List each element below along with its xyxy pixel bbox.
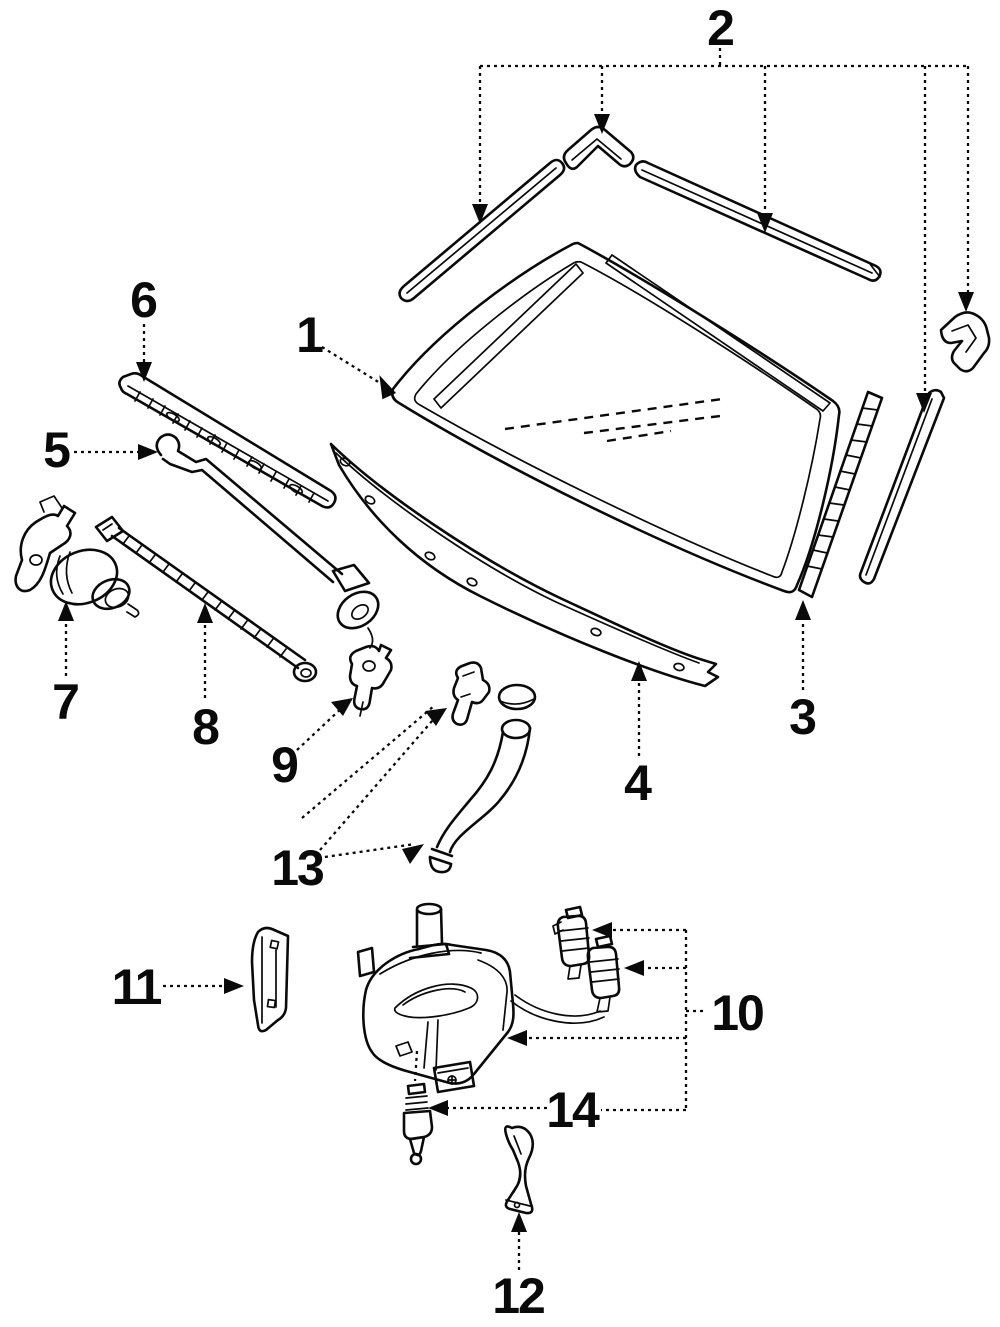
upper-molding-left [398, 158, 566, 303]
callout-13: 13 [271, 840, 323, 896]
corner-molding-elbow [939, 311, 991, 373]
arrowhead [511, 1212, 527, 1232]
callout-12-leader [511, 1212, 527, 1270]
wiper-arm [155, 433, 380, 649]
washer-reservoir [356, 902, 515, 1094]
wiper-linkage-rod [94, 515, 318, 683]
arrowhead [331, 698, 353, 716]
callout-10: 10 [711, 985, 763, 1041]
callout-11-leader [163, 978, 244, 994]
callout-10-leader [507, 922, 707, 1112]
callout-13-leader [301, 705, 447, 864]
callout-3: 3 [789, 689, 815, 745]
upper-molding-right [633, 160, 882, 282]
washer-nozzle [348, 643, 393, 717]
callout-5: 5 [43, 422, 70, 478]
glass-reflection-line [583, 414, 721, 435]
washer-hose-grommet [451, 661, 491, 726]
glass-reflection-line [606, 429, 672, 443]
callout-3-leader [795, 600, 811, 690]
arrowhead [507, 1030, 527, 1046]
arrowhead [428, 1100, 448, 1116]
callout-14: 14 [546, 1082, 600, 1138]
arrowhead [472, 204, 488, 224]
arrowhead [379, 375, 396, 400]
side-weatherstrip [797, 390, 884, 599]
arrowhead [197, 603, 213, 623]
callout-7: 7 [52, 674, 78, 730]
callout-12: 12 [492, 1268, 544, 1324]
arrowhead [402, 844, 424, 864]
glass-reflection-line [504, 397, 723, 431]
callout-7-leader [58, 601, 74, 676]
callout-4: 4 [624, 755, 652, 811]
arrowhead [58, 601, 74, 621]
washer-pump-front [552, 905, 591, 980]
callout-8-leader [197, 603, 213, 698]
arrowhead [958, 292, 974, 312]
callout-9-leader [296, 698, 353, 751]
arrowhead [631, 661, 647, 681]
pump-hose [413, 994, 605, 1082]
hose-clip [503, 1125, 535, 1215]
arrowhead [425, 708, 447, 726]
callout-1-leader [321, 346, 396, 400]
washer-hose [428, 718, 532, 874]
wiper-motor [14, 495, 140, 618]
check-valve [402, 1082, 434, 1166]
arrowhead [624, 960, 644, 976]
glass-inner-molding [433, 254, 831, 412]
arrowhead [795, 600, 811, 620]
reservoir-bracket [250, 926, 290, 1033]
arrowhead [224, 978, 244, 994]
hose-cap [497, 683, 537, 711]
callout-14-leader [428, 1100, 547, 1116]
callout-9: 9 [271, 737, 297, 793]
callout-6: 6 [130, 272, 156, 328]
arrowhead [136, 362, 152, 382]
callout-1: 1 [296, 307, 323, 363]
callout-2-leader [472, 48, 974, 413]
callout-11: 11 [112, 959, 162, 1015]
arrowhead [592, 922, 612, 938]
callout-4-leader [631, 661, 647, 756]
cowl-top-strip [329, 442, 720, 688]
arrowhead [594, 114, 610, 134]
arrowhead [916, 393, 932, 413]
callout-6-leader [136, 324, 152, 382]
windshield-glass [390, 241, 841, 594]
callout-5-leader [74, 444, 158, 460]
wiper-blade [118, 372, 337, 509]
side-molding-strip [858, 388, 946, 585]
callout-2: 2 [707, 0, 733, 56]
arrowhead [757, 213, 773, 233]
upper-molding-corner [562, 125, 635, 171]
washer-pump-rear [586, 934, 621, 1013]
arrowhead [138, 444, 158, 460]
callout-8: 8 [192, 699, 219, 755]
